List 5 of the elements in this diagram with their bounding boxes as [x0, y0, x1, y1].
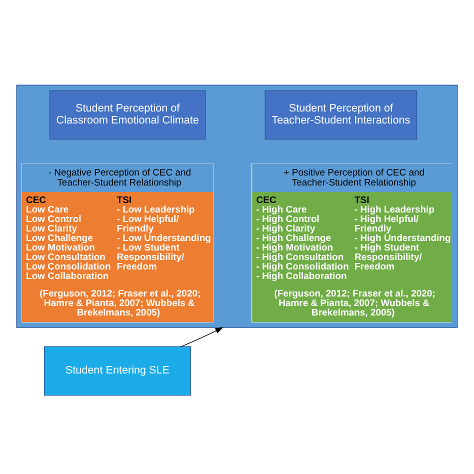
arrow — [181, 326, 224, 346]
node-box: Student Perception of Classroom Emotional Climate — [49, 90, 206, 140]
cluster — [16, 84, 458, 328]
node-box: Student Entering SLE — [44, 346, 191, 396]
node-box: Student Perception of Teacher-Student Interactions — [264, 90, 418, 140]
